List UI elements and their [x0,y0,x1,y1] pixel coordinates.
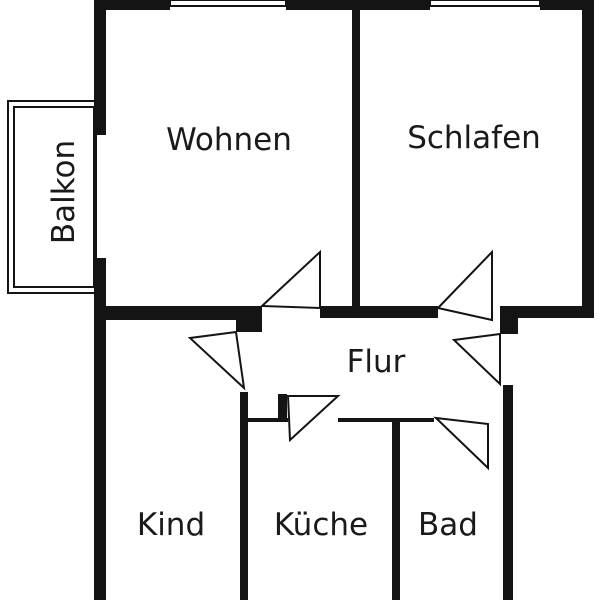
interior-walls [94,8,438,600]
room-label-kueche: Küche [274,507,368,543]
room-label-flur: Flur [347,344,406,380]
exterior-walls [94,0,594,600]
room-label-balkon: Balkon [46,140,82,244]
room-label-schlafen: Schlafen [407,120,541,156]
room-label-kind: Kind [137,507,205,543]
balcony-outline [7,100,97,294]
door-swings [187,249,501,471]
room-label-wohnen: Wohnen [166,122,292,158]
room-label-bad: Bad [418,507,478,543]
